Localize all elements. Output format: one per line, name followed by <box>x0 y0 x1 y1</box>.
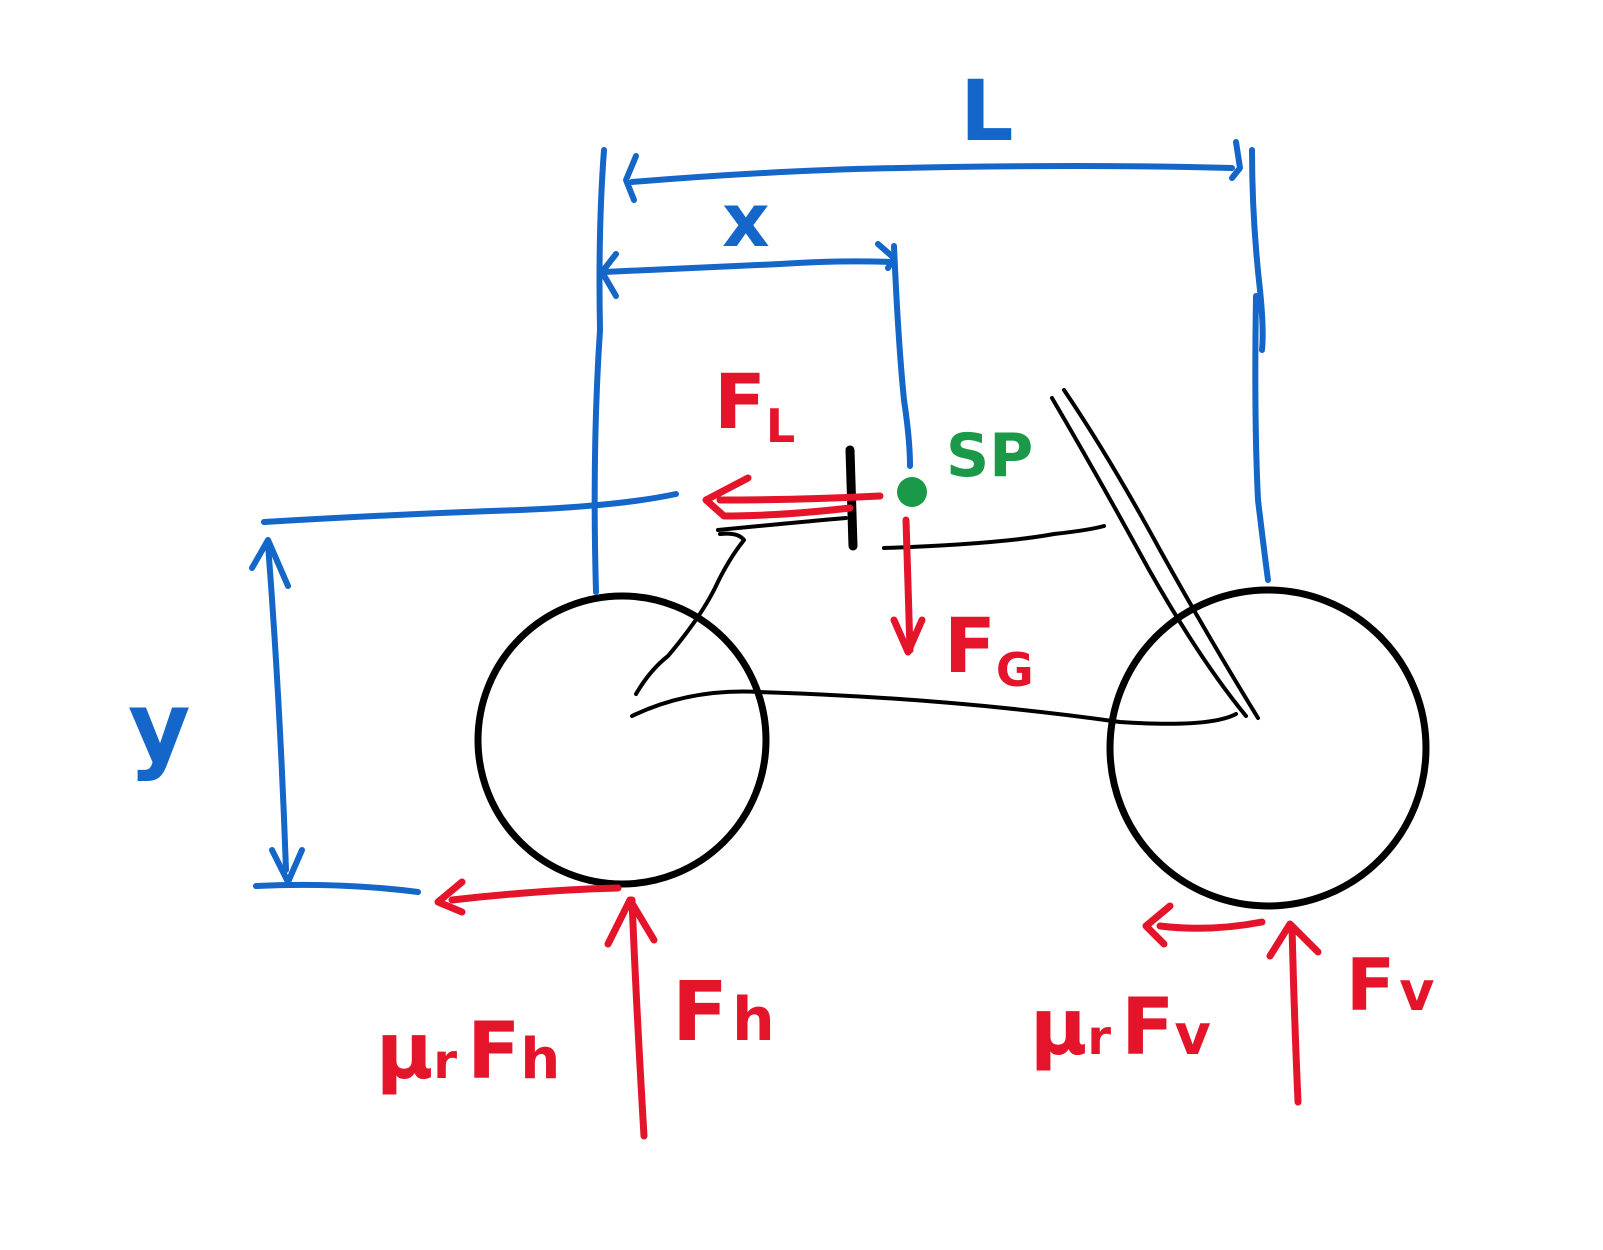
center-of-mass-label: SP <box>946 421 1033 491</box>
length-label: L <box>960 62 1014 160</box>
y-dimension-bottom-arrow <box>269 847 305 885</box>
rear-friction-arrow <box>448 884 622 904</box>
center-of-mass-extension-line <box>891 243 913 469</box>
seat-stay <box>634 531 746 696</box>
front-normal-force-label: Fv <box>1346 943 1434 1027</box>
y-dimension-line <box>265 541 289 873</box>
length-dimension-right-tick <box>1229 139 1243 181</box>
y-dimension-top-arrow <box>249 537 291 589</box>
front-normal-force-arrowhead <box>1266 920 1322 960</box>
y-extension-bottom <box>253 881 421 895</box>
center-of-mass-dot <box>897 477 927 507</box>
front-axle-extension-line <box>1249 147 1271 583</box>
bicycle <box>474 388 1430 910</box>
front-normal-force-arrow <box>1288 922 1302 1106</box>
bike-frame-lower <box>630 689 1238 726</box>
front-wheel <box>1106 586 1430 910</box>
rear-normal-force-arrowhead <box>604 896 658 948</box>
front-friction-arrow <box>1156 918 1266 932</box>
gravity-force-arrowhead <box>890 616 926 656</box>
rear-normal-force-arrow <box>628 896 648 1140</box>
dimension-lines <box>249 139 1271 895</box>
length-dimension-line <box>629 163 1235 185</box>
gravity-force-label: FG <box>944 601 1034 697</box>
x-distance-label: x <box>722 178 770 264</box>
front-friction-arrowhead <box>1142 902 1174 948</box>
rear-normal-force-label: Fh <box>672 965 775 1060</box>
x-dimension-line <box>601 258 895 275</box>
force-arrows <box>434 474 1322 1140</box>
top-tube-right <box>882 524 1106 550</box>
fork-inner <box>1050 396 1248 718</box>
air-force-arrowhead <box>702 474 854 520</box>
x-dimension-left-tick <box>599 251 619 299</box>
y-extension-top <box>261 491 679 525</box>
gravity-force-arrow <box>902 516 914 654</box>
length-dimension-left-tick <box>623 153 639 203</box>
rear-axle-extension-line <box>591 147 607 595</box>
rear-friction-arrowhead <box>434 878 466 916</box>
y-height-label: y <box>128 671 191 783</box>
fork-outer <box>1062 388 1260 720</box>
air-force-label: FL <box>714 357 795 453</box>
air-force-arrow <box>716 492 884 504</box>
rear-wheel <box>474 592 770 888</box>
top-tube-left <box>716 516 848 532</box>
